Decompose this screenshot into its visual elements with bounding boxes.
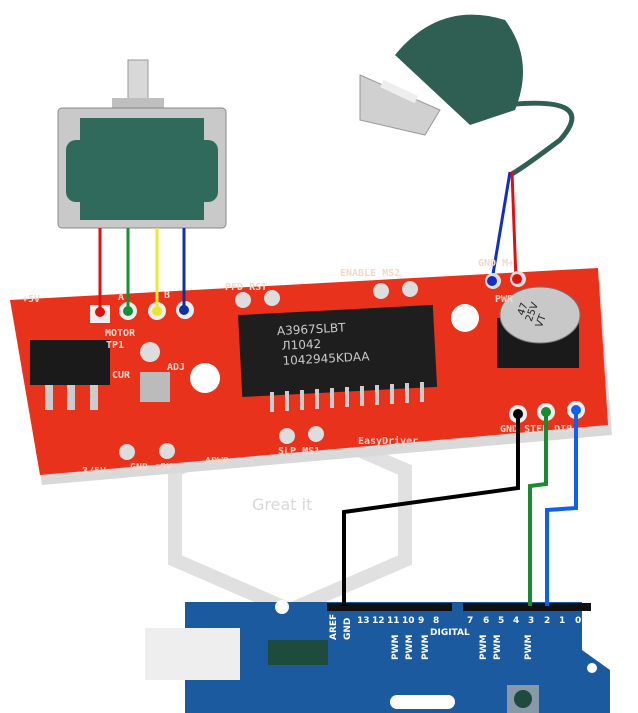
pwm-label-9: PWM (421, 634, 431, 660)
pin-1: 1 (559, 616, 565, 626)
pin-5: 5 (498, 616, 504, 626)
pin-9: 9 (418, 616, 424, 626)
label-5v: +5V (22, 294, 40, 305)
label-gnd-5v: GND +5V (130, 462, 172, 473)
label-pwr: PWR (495, 294, 514, 305)
arduino-board: AREF GND 13 12 11 10 9 8 7 6 5 4 3 2 1 0… (145, 600, 610, 713)
label-gnd-m: GND M+ (478, 258, 514, 269)
pwm-label-6: PWM (479, 634, 489, 660)
label-tp1: TP1 (106, 340, 124, 351)
pin-0: 0 (575, 616, 581, 626)
pin-3: 3 (528, 616, 534, 626)
label-easydriver: EasyDriver (358, 435, 418, 447)
usb-port (145, 628, 240, 680)
watermark-text: Great it (252, 495, 312, 514)
chip-line-1: A3967SLBT (277, 321, 347, 339)
dir-wire (545, 410, 578, 606)
label-motor: MOTOR (105, 328, 136, 339)
label-adj: ADJ (167, 362, 185, 373)
pin-2: 2 (544, 616, 550, 626)
label-motor-a: A (118, 292, 124, 303)
pwm-label-10: PWM (405, 634, 415, 660)
pin-10: 10 (402, 616, 415, 626)
pin-11: 11 (387, 616, 400, 626)
pwm-label-5: PWM (493, 634, 503, 660)
label-cur: CUR (112, 370, 131, 381)
pwm-label-11: PWM (391, 634, 401, 660)
capacitor-mark: VT (534, 312, 549, 329)
stepper-motor (57, 59, 227, 229)
capacitor-value: 47 (516, 301, 531, 317)
digital-label: DIGITAL (430, 628, 470, 638)
power-positive-wire (510, 171, 518, 281)
arduino-header (327, 603, 591, 611)
power-adapter (359, 14, 575, 178)
pwm-label-3: PWM (524, 634, 534, 660)
label-motor-b: B (164, 290, 170, 301)
pin-gnd: GND (343, 618, 353, 640)
label-gnd-step-dir: GND STEP DIR (500, 424, 573, 435)
chip-line-2: Л1042 (281, 337, 321, 353)
pin-12: 12 (372, 616, 385, 626)
label-3-5v: 3/5V (82, 466, 106, 477)
pin-4: 4 (513, 616, 519, 626)
pin-7: 7 (467, 616, 473, 626)
label-enable-ms2: ENABLE MS2 (340, 268, 400, 279)
label-slp-ms1: SLP MS1 (278, 446, 320, 457)
label-apwr: APWR (205, 456, 230, 467)
step-wire (528, 412, 548, 606)
pin-aref: AREF (329, 614, 339, 640)
label-pfd-rst: PFD RST (225, 282, 267, 293)
power-gnd-wire (490, 171, 512, 281)
pin-8: 8 (433, 616, 439, 626)
chip-pins (270, 382, 424, 412)
pin-6: 6 (483, 616, 489, 626)
gnd-wire (342, 414, 520, 606)
chip-line-3: 1042945KDAA (282, 349, 370, 368)
easydriver-board: A3967SLBT Л1042 1042945KDAA 47 25V VT +5… (10, 258, 612, 485)
pin-13: 13 (357, 616, 370, 626)
